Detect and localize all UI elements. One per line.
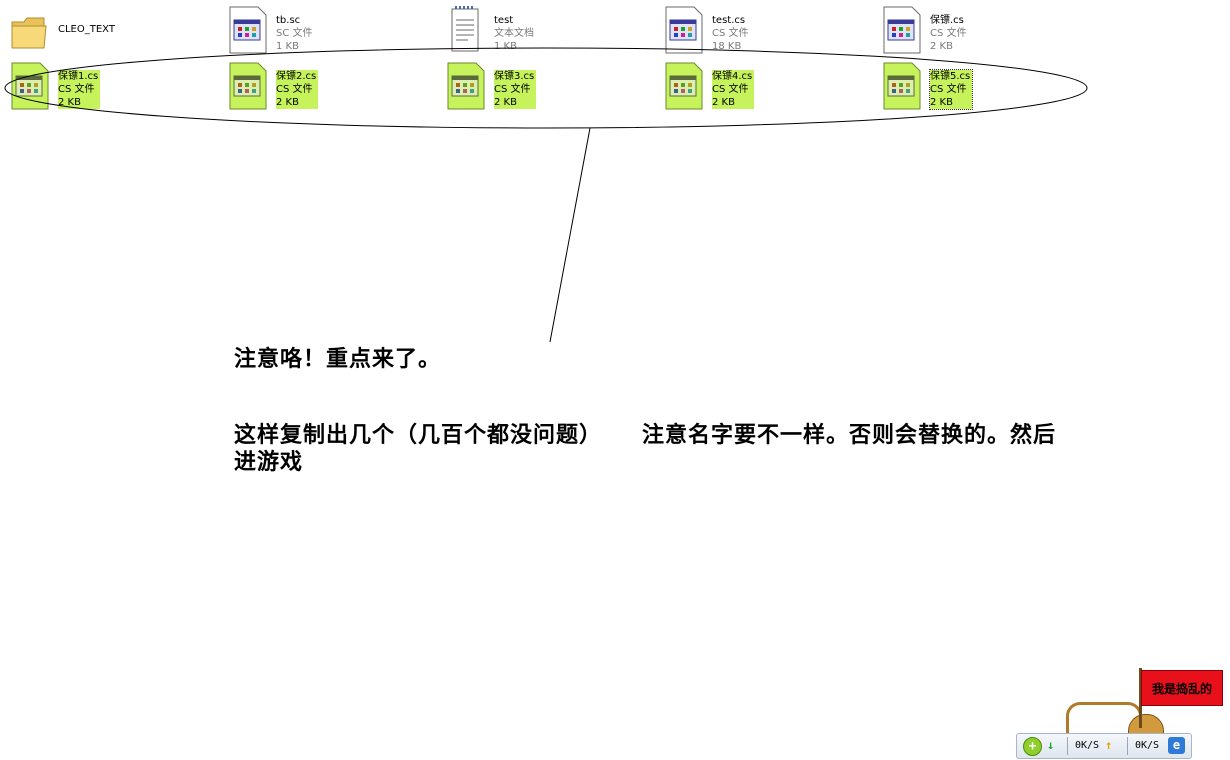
cs-file-icon	[665, 6, 703, 54]
file-type: CS 文件	[494, 84, 531, 95]
file-item-test-cs[interactable]: test.cs CS 文件 18 KB	[664, 6, 864, 54]
file-size: 2 KB	[494, 97, 517, 108]
download-arrow-icon: ↓	[1047, 738, 1055, 752]
annotation-note-1: 注意咯！重点来了。	[234, 347, 442, 372]
annotation-note-2-part-1: 这样复制出几个（几百个都没问题）	[234, 423, 603, 448]
file-name: test	[494, 15, 514, 26]
file-size: 2 KB	[276, 97, 299, 108]
upload-arrow-icon: ↑	[1105, 738, 1113, 752]
file-size: 2 KB	[58, 97, 81, 108]
file-name: 保镖3.cs	[494, 71, 535, 82]
file-item-baobiao4-cs[interactable]: 保镖4.cs CS 文件 2 KB	[664, 62, 864, 110]
file-item-baobiao-cs[interactable]: 保镖.cs CS 文件 2 KB	[882, 6, 1082, 54]
browser-e-icon[interactable]: e	[1168, 737, 1185, 754]
file-name: 保镖1.cs	[58, 71, 99, 82]
separator	[1127, 737, 1128, 755]
file-size: 2 KB	[930, 41, 953, 52]
cs-file-icon	[665, 62, 703, 110]
file-type: CS 文件	[712, 28, 749, 39]
annotation-note-2: 这样复制出几个（几百个都没问题）注意名字要不一样。否则会替换的。然后进游戏	[234, 422, 1074, 476]
annotation-note-2-part-2: 注意名字要不一样。否则会替换的。然后进游戏	[234, 423, 1057, 475]
file-item-baobiao2-cs[interactable]: 保镖2.cs CS 文件 2 KB	[228, 62, 428, 110]
file-name: 保镖2.cs	[276, 71, 317, 82]
file-name: test.cs	[712, 15, 746, 26]
file-name: 保镖.cs	[930, 15, 964, 26]
cs-file-icon	[229, 6, 267, 54]
file-type: CS 文件	[276, 84, 313, 95]
download-rate: 0K/S	[1075, 740, 1100, 751]
file-type: 文本文档	[494, 28, 534, 39]
file-item-baobiao3-cs[interactable]: 保镖3.cs CS 文件 2 KB	[446, 62, 646, 110]
file-size: 2 KB	[930, 97, 953, 108]
cs-file-icon	[447, 62, 485, 110]
file-type: CS 文件	[930, 84, 967, 95]
file-size: 2 KB	[712, 97, 735, 108]
file-size: 1 KB	[276, 41, 299, 52]
file-type: CS 文件	[930, 28, 967, 39]
pointer-line	[549, 127, 591, 343]
separator	[1067, 737, 1068, 755]
file-size: 18 KB	[712, 41, 742, 52]
cs-file-icon	[883, 62, 921, 110]
cs-file-icon	[883, 6, 921, 54]
file-item-cleo-text[interactable]: CLEO_TEXT	[10, 8, 210, 56]
file-type: CS 文件	[58, 84, 95, 95]
accelerate-plus-icon[interactable]: +	[1023, 737, 1042, 756]
network-speed-bar[interactable]: + ↓ 0K/S ↑ 0K/S e	[1016, 733, 1192, 759]
file-name: tb.sc	[276, 15, 301, 26]
flagpole	[1139, 668, 1142, 728]
file-item-baobiao5-cs[interactable]: 保镖5.cs CS 文件 2 KB	[882, 62, 1082, 110]
file-item-tb-sc[interactable]: tb.sc SC 文件 1 KB	[228, 6, 428, 54]
file-item-test[interactable]: test 文本文档 1 KB	[446, 6, 646, 54]
file-type: CS 文件	[712, 84, 749, 95]
file-name: 保镖4.cs	[712, 71, 753, 82]
text-document-icon	[451, 6, 479, 52]
highlight-ellipse	[4, 47, 1088, 129]
mascot-flag[interactable]: 我是捣乱的	[1141, 670, 1223, 706]
file-name: 保镖5.cs	[930, 71, 971, 82]
file-type: SC 文件	[276, 28, 313, 39]
file-size: 1 KB	[494, 41, 517, 52]
file-name: CLEO_TEXT	[58, 24, 115, 35]
cs-file-icon	[229, 62, 267, 110]
folder-icon	[11, 17, 47, 49]
upload-rate: 0K/S	[1135, 740, 1160, 751]
